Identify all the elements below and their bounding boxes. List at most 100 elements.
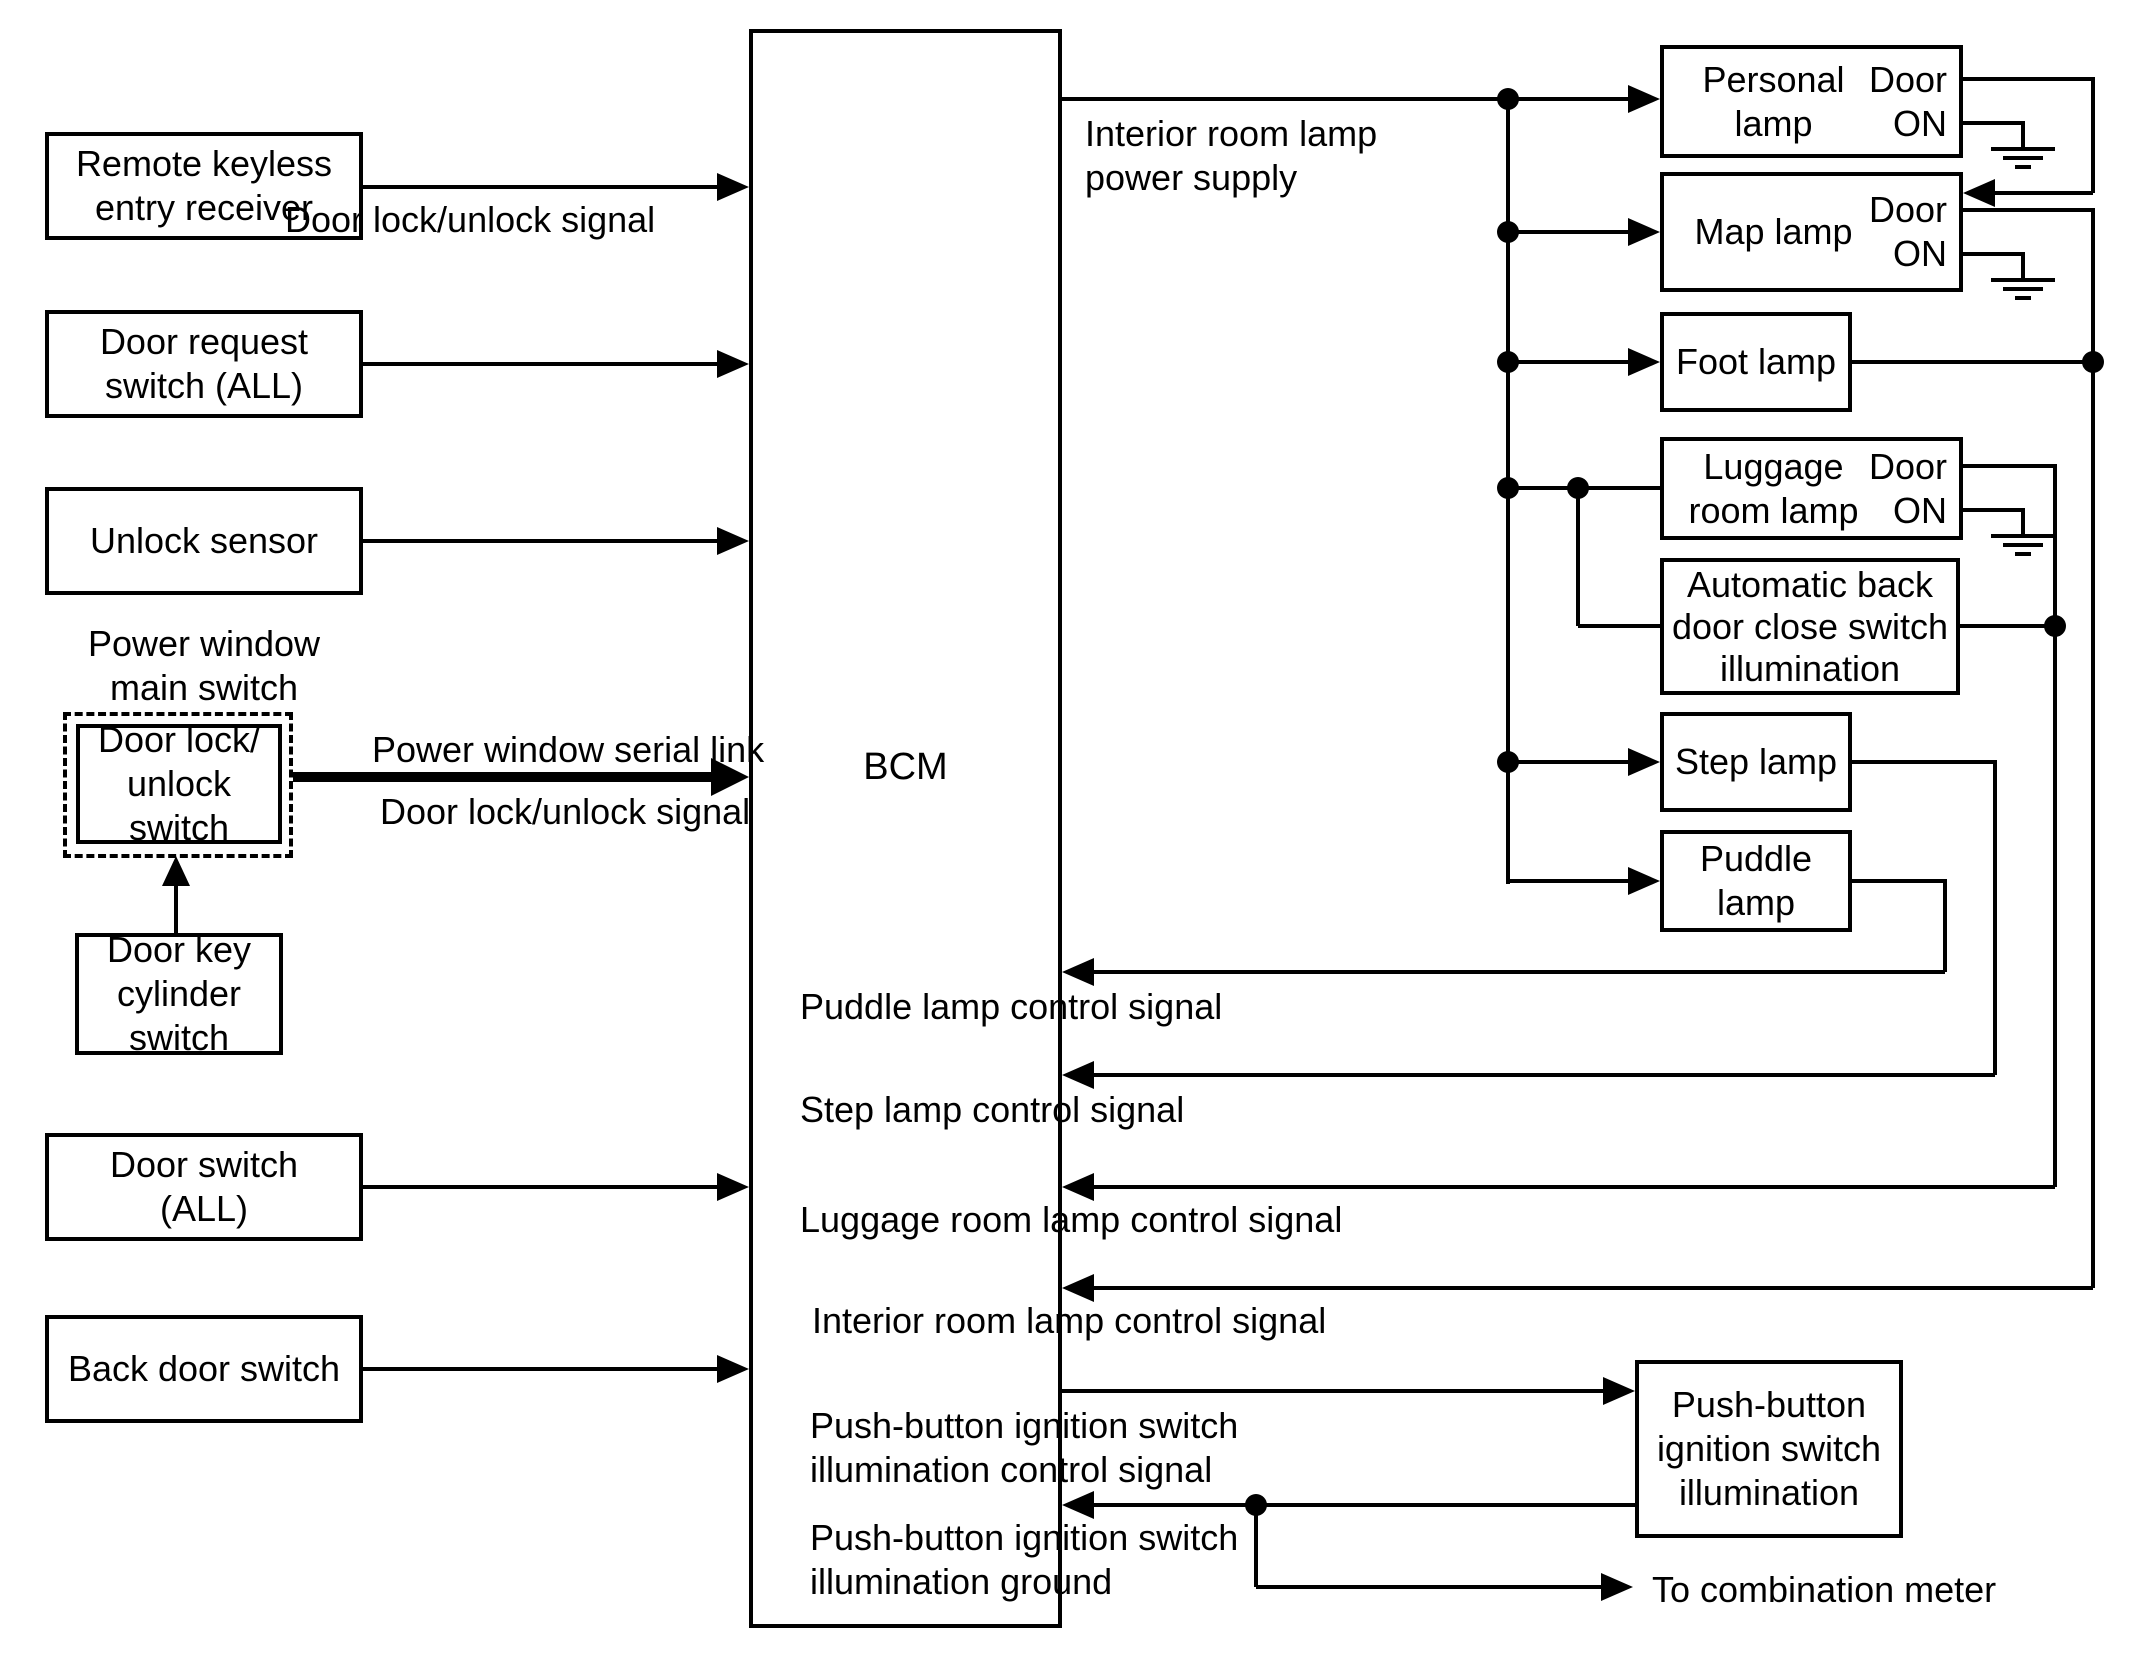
box-unlock-sensor: Unlock sensor (45, 487, 363, 595)
junction-dot-auto-trunk (2044, 615, 2066, 637)
wire-unlock-sensor-to-bcm (363, 539, 721, 543)
wire-branch-map (1508, 230, 1632, 234)
ground-symbol-luggage-stem (2021, 508, 2025, 536)
map-lamp-door-on: Door ON (1868, 189, 1947, 274)
label-step-control-signal: Step lamp control signal (800, 1089, 1185, 1130)
arrowhead-step-lamp (1628, 748, 1660, 776)
box-back-door-switch: Back door switch (45, 1315, 363, 1423)
luggage-room-lamp-label: Luggage room lamp (1688, 445, 1859, 531)
wire-luggage-on-out (1963, 508, 2023, 512)
label-power-window-serial-link: Power window serial link (372, 729, 765, 770)
box-push-button-ignition-switch-illumination: Push-button ignition switch illumination (1635, 1360, 1903, 1538)
box-door-switch-all: Door switch (ALL) (45, 1133, 363, 1241)
label-luggage-control-signal: Luggage room lamp control signal (800, 1199, 1343, 1240)
arrowhead-unlock-sensor (717, 527, 749, 555)
ground-symbol-personal-bar3 (2015, 165, 2031, 169)
wire-luggage-control-return (1094, 1185, 2055, 1189)
ground-symbol-luggage-bar1 (1991, 534, 2055, 538)
ground-symbol-personal-bar2 (2003, 156, 2043, 160)
arrowhead-key-cylinder (162, 856, 190, 886)
wire-key-cylinder-to-switch (174, 884, 178, 933)
label-interior-control-signal: Interior room lamp control signal (812, 1300, 1327, 1341)
wire-puddle-control-return (1094, 970, 1945, 974)
wire-step-control-return (1094, 1073, 1995, 1077)
wire-combination-meter (1256, 1585, 1603, 1589)
label-pb-control-signal: Push-button ignition switch illumination… (810, 1405, 1239, 1490)
ground-symbol-luggage-bar3 (2015, 552, 2031, 556)
box-personal-lamp: Personal lamp Door ON (1660, 45, 1963, 158)
arrowhead-door-switch (717, 1173, 749, 1201)
wire-branch-step (1508, 760, 1632, 764)
wire-luggage-to-auto-vertical (1576, 486, 1580, 626)
label-power-window-main-switch: Power window main switch (87, 623, 321, 708)
arrowhead-serial-link (711, 758, 749, 796)
wire-branch-auto-back-door (1578, 624, 1660, 628)
wire-personal-door-drop (2091, 77, 2095, 193)
wire-puddle-out (1852, 879, 1947, 883)
wire-trunk-luggage-control (2053, 464, 2057, 1187)
arrowhead-map-lamp (1628, 218, 1660, 246)
wire-pb-control (1062, 1389, 1607, 1393)
arrowhead-into-map-right (1963, 179, 1995, 207)
box-door-key-cylinder-switch: Door key cylinder switch (75, 929, 283, 1058)
wire-door-switch-to-bcm (363, 1185, 721, 1189)
label-bcm: BCM (863, 746, 948, 788)
wire-step-out (1852, 760, 1997, 764)
label-door-lock-unlock-signal-mid: Door lock/unlock signal (380, 791, 751, 832)
box-puddle-lamp: Puddle lamp (1660, 830, 1852, 932)
wire-foot-out (1852, 360, 2095, 364)
wire-personal-on-out (1963, 121, 2023, 125)
wire-interior-control-return (1094, 1286, 2093, 1290)
ground-symbol-map-bar3 (2015, 296, 2031, 300)
label-door-lock-unlock-signal-top: Door lock/unlock signal (285, 199, 656, 240)
ground-symbol-map-bar2 (2003, 287, 2043, 291)
arrowhead-puddle-lamp (1628, 867, 1660, 895)
wire-combination-meter-drop (1254, 1505, 1258, 1587)
box-step-lamp: Step lamp (1660, 712, 1852, 812)
label-pb-ground: Push-button ignition switch illumination… (810, 1517, 1239, 1602)
ground-symbol-map-bar1 (1991, 278, 2055, 282)
wire-map-door-out (1963, 208, 2095, 212)
arrowhead-door-request (717, 350, 749, 378)
arrowhead-puddle-control (1062, 958, 1094, 986)
wire-branch-personal (1508, 97, 1632, 101)
wire-luggage-door-out (1963, 464, 2057, 468)
ground-symbol-map-stem (2021, 252, 2025, 280)
personal-lamp-door-on: Door ON (1868, 58, 1947, 144)
map-lamp-label: Map lamp (1694, 211, 1853, 252)
box-map-lamp: Map lamp Door ON (1660, 172, 1963, 292)
box-remote-keyless-entry-receiver: Remote keyless entry receiver (45, 132, 363, 240)
wire-map-on-out (1963, 252, 2023, 256)
arrowhead-combination-meter (1601, 1573, 1633, 1601)
box-foot-lamp: Foot lamp (1660, 312, 1852, 412)
wire-interior-supply (1062, 97, 1508, 101)
wire-door-request-to-bcm (363, 362, 721, 366)
arrowhead-pb-control (1603, 1377, 1635, 1405)
wire-into-map-right (1995, 191, 2093, 195)
ground-symbol-personal-bar1 (1991, 147, 2055, 151)
luggage-room-lamp-door-on: Door ON (1868, 445, 1947, 531)
wire-auto-back-door-out (1960, 624, 2057, 628)
box-bcm (749, 29, 1062, 1628)
label-interior-power-supply: Interior room lamp power supply (1085, 113, 1378, 198)
wire-trunk-interior-control (2091, 208, 2095, 1288)
arrowhead-foot-lamp (1628, 348, 1660, 376)
personal-lamp-label: Personal lamp (1702, 58, 1845, 144)
wire-puddle-return-drop (1943, 879, 1947, 972)
arrowhead-back-door (717, 1355, 749, 1383)
wire-pb-ground (1094, 1503, 1635, 1507)
wire-branch-foot (1508, 360, 1632, 364)
wire-step-return-drop (1993, 760, 1997, 1075)
arrowhead-step-control (1062, 1061, 1094, 1089)
wire-personal-door-out (1963, 77, 2095, 81)
label-to-combination-meter: To combination meter (1652, 1569, 1997, 1610)
label-puddle-control-signal: Puddle lamp control signal (800, 986, 1223, 1027)
arrowhead-pb-ground (1062, 1491, 1094, 1519)
arrowhead-personal-lamp (1628, 85, 1660, 113)
arrowhead-remote-keyless (717, 173, 749, 201)
wire-branch-puddle (1508, 879, 1632, 883)
wire-back-door-to-bcm (363, 1367, 721, 1371)
box-auto-back-door-close-switch-illumination: Automatic back door close switch illumin… (1660, 558, 1960, 695)
arrowhead-luggage-control (1062, 1173, 1094, 1201)
